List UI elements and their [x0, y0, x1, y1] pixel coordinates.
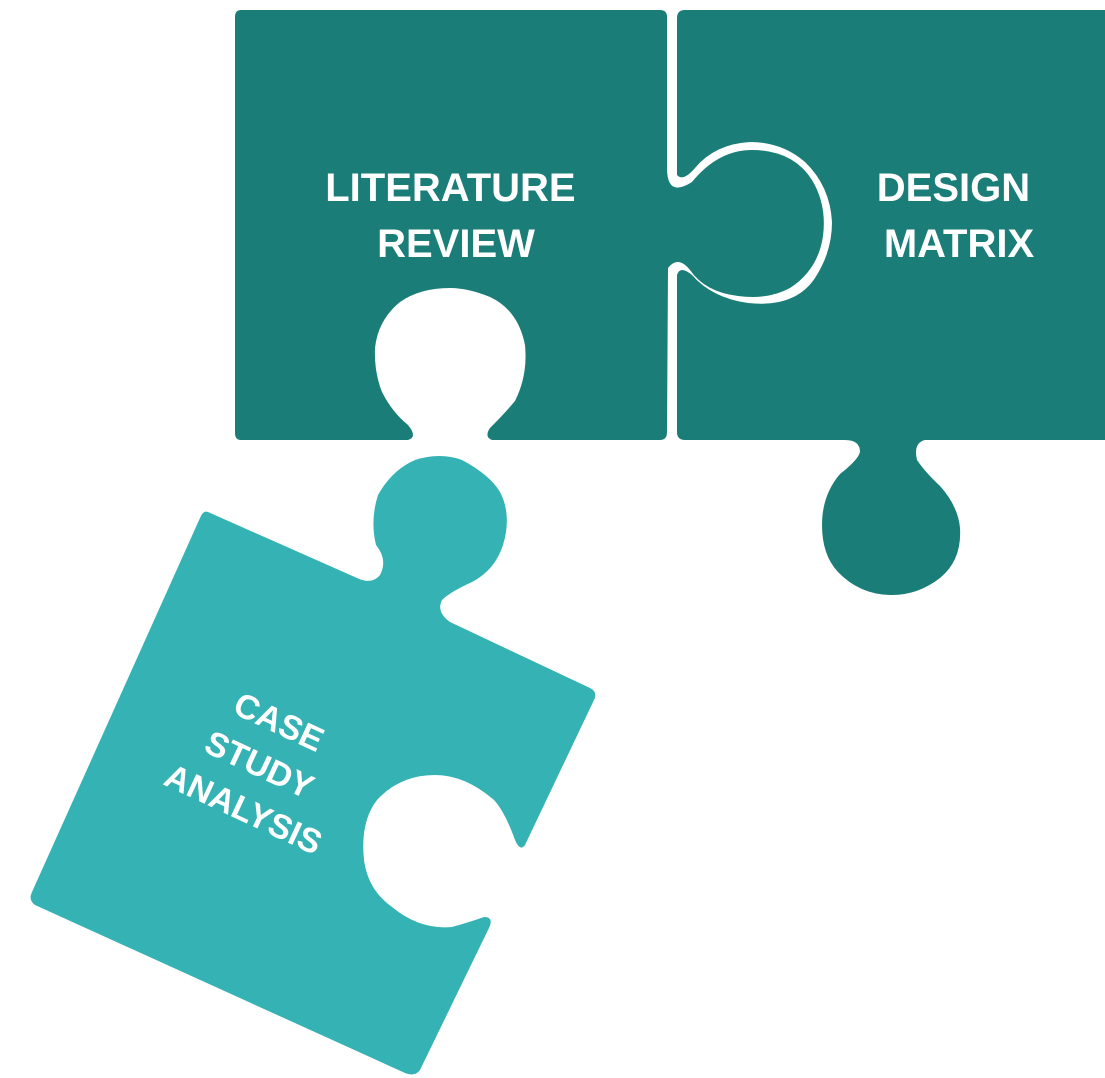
puzzle-piece-case-study-analysis-shape [30, 456, 596, 1075]
literature-review-label: LITERATURE REVIEW [325, 166, 586, 266]
design-matrix-line-2: MATRIX [884, 222, 1035, 266]
puzzle-piece-design-matrix: DESIGN MATRIX [677, 10, 1105, 595]
literature-review-line-2: REVIEW [377, 222, 535, 266]
puzzle-piece-literature-review-shape [235, 10, 824, 440]
literature-review-line-1: LITERATURE [325, 166, 575, 210]
design-matrix-label: DESIGN MATRIX [877, 166, 1041, 266]
design-matrix-line-1: DESIGN [877, 166, 1030, 210]
puzzle-piece-literature-review: LITERATURE REVIEW [235, 10, 824, 440]
puzzle-piece-design-matrix-shape [677, 10, 1105, 595]
puzzle-piece-case-study-analysis: CASE STUDY ANALYSIS [30, 456, 596, 1075]
